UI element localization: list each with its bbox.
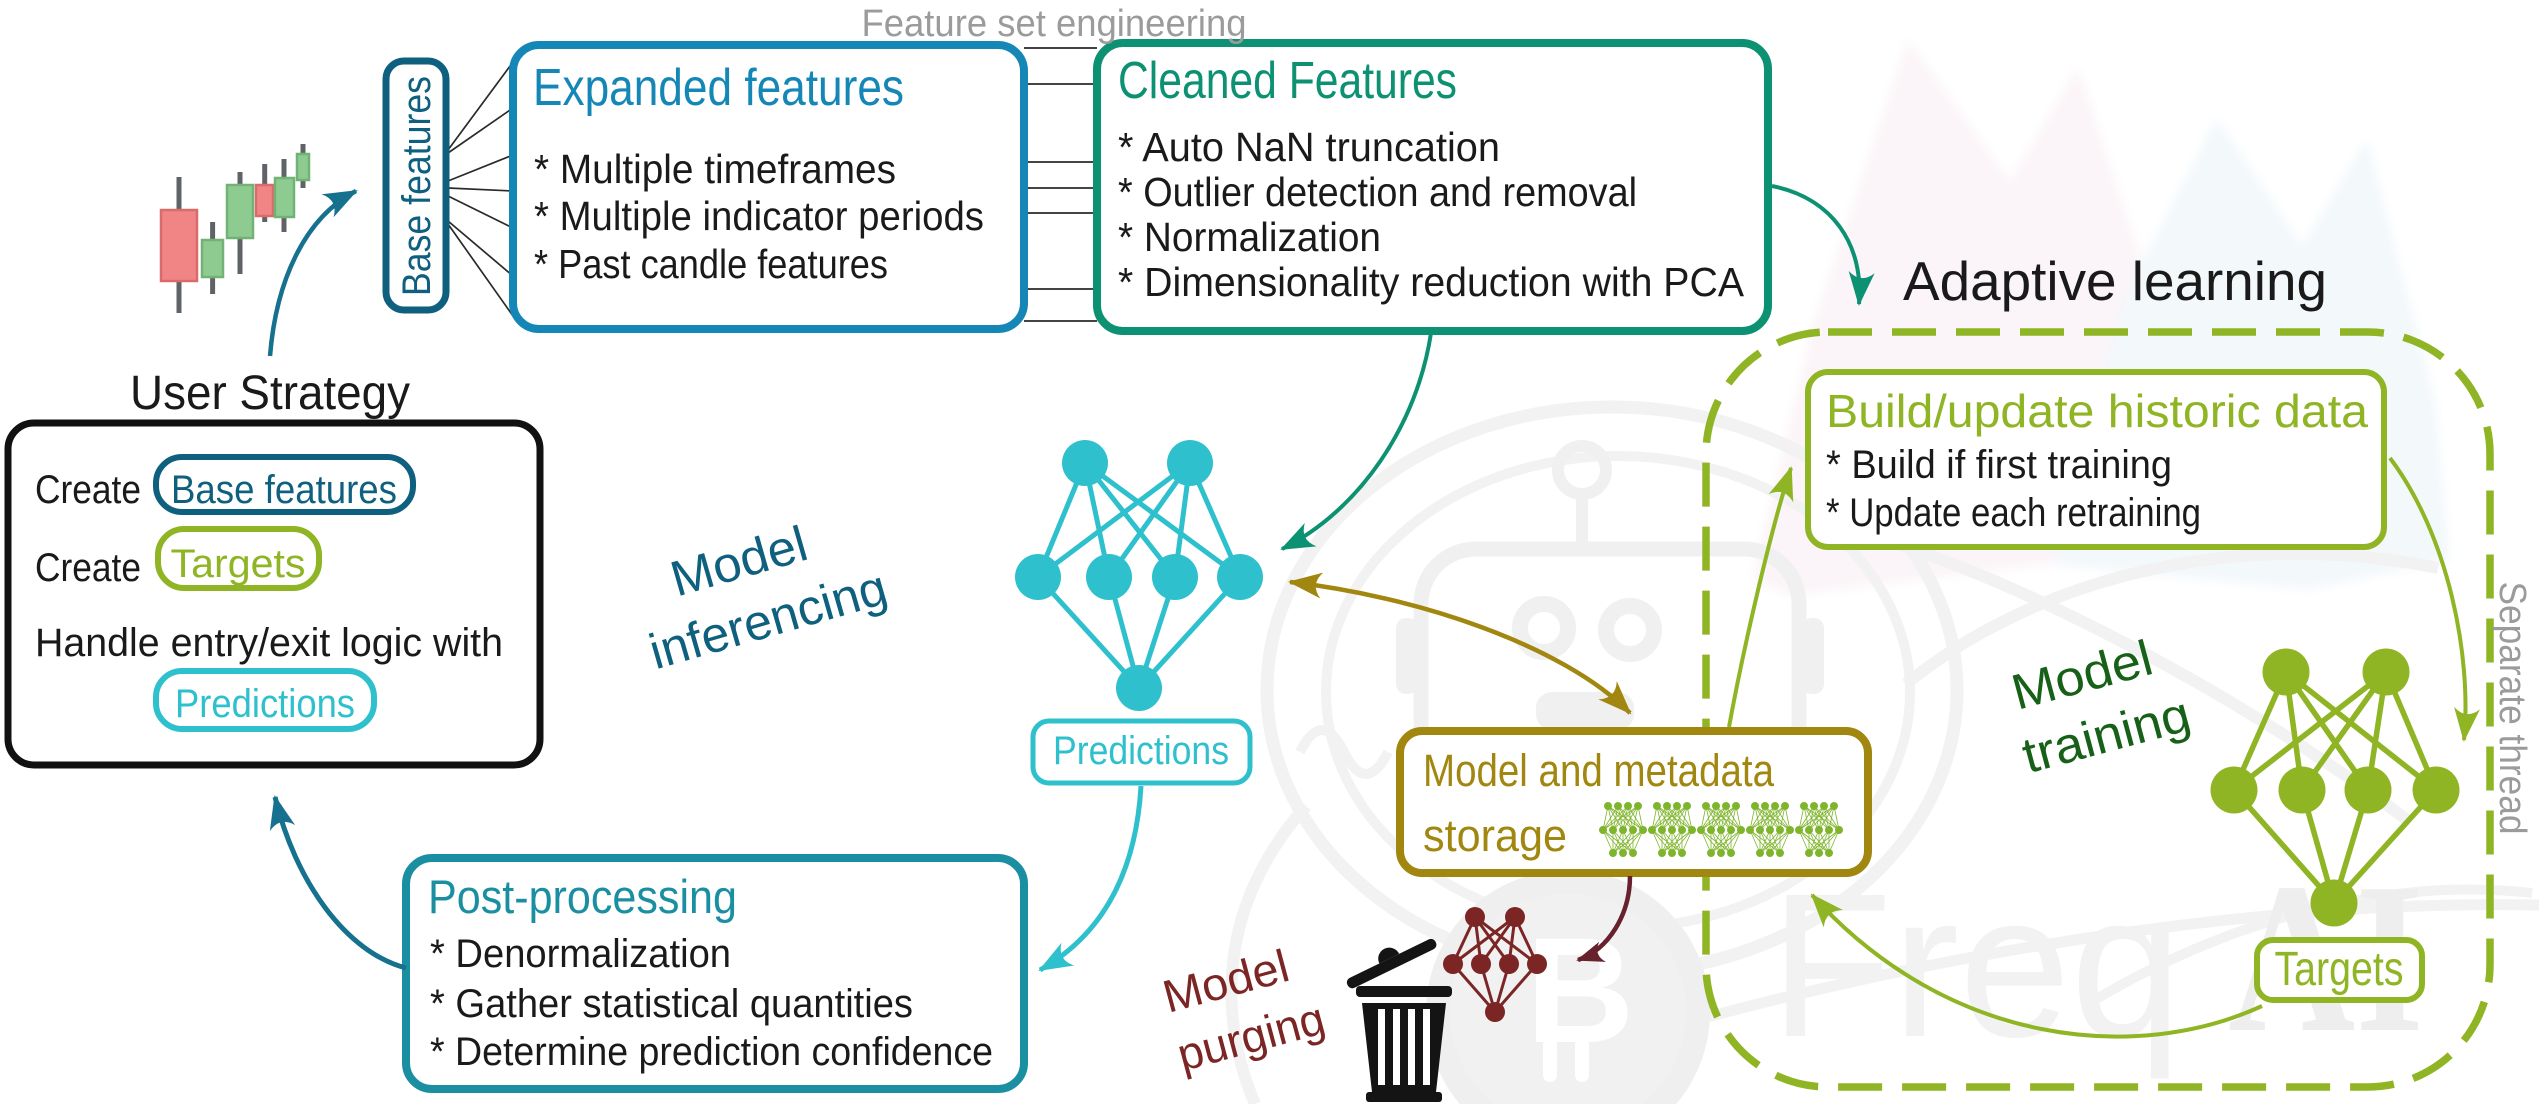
svg-text:* Dimensionality reduction wit: * Dimensionality reduction with PCA	[1118, 259, 1745, 305]
svg-text:User Strategy: User Strategy	[130, 367, 410, 420]
svg-text:Model and metadata: Model and metadata	[1423, 745, 1775, 796]
svg-text:storage: storage	[1423, 810, 1567, 861]
svg-text:Predictions: Predictions	[1053, 729, 1229, 773]
svg-text:Predictions: Predictions	[175, 682, 355, 726]
svg-text:Create: Create	[35, 468, 141, 512]
svg-text:* Past candle features: * Past candle features	[534, 241, 888, 287]
svg-text:* Build if first training: * Build if first training	[1826, 443, 2172, 487]
svg-text:Targets: Targets	[171, 542, 306, 586]
svg-text:Handle entry/exit logic with: Handle entry/exit logic with	[35, 621, 503, 665]
svg-text:* Gather statistical quantitie: * Gather statistical quantities	[430, 982, 913, 1026]
svg-text:* Normalization: * Normalization	[1118, 214, 1381, 260]
svg-text:* Multiple timeframes: * Multiple timeframes	[534, 146, 896, 192]
svg-text:Targets: Targets	[2275, 943, 2404, 996]
svg-text:Adaptive learning: Adaptive learning	[1903, 250, 2327, 312]
svg-text:* Outlier detection and remova: * Outlier detection and removal	[1118, 169, 1637, 215]
svg-text:* Multiple indicator periods: * Multiple indicator periods	[534, 193, 984, 239]
svg-text:* Determine prediction confide: * Determine prediction confidence	[430, 1030, 993, 1074]
svg-text:Base features: Base features	[171, 468, 397, 512]
svg-text:Cleaned Features: Cleaned Features	[1118, 52, 1457, 110]
svg-text:Freq: Freq	[1770, 851, 2182, 1080]
svg-text:Post-processing: Post-processing	[428, 870, 737, 923]
svg-text:Base features: Base features	[395, 76, 439, 296]
svg-text:Separate thread: Separate thread	[2491, 582, 2533, 835]
svg-text:* Auto NaN truncation: * Auto NaN truncation	[1118, 124, 1500, 170]
svg-text:Expanded features: Expanded features	[533, 59, 904, 117]
svg-text:Create: Create	[35, 546, 141, 590]
svg-text:Feature set engineering: Feature set engineering	[862, 3, 1247, 45]
svg-text:* Update each retraining: * Update each retraining	[1826, 491, 2201, 535]
svg-text:Build/update historic data: Build/update historic data	[1826, 385, 2368, 437]
svg-text:* Denormalization: * Denormalization	[430, 932, 731, 976]
